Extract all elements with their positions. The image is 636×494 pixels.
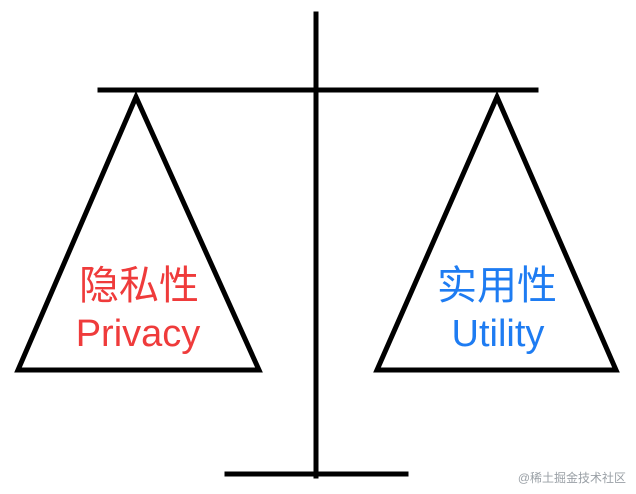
left-label-en: Privacy [76,313,201,355]
right-label-en: Utility [452,313,545,355]
right-pan-triangle [373,90,620,373]
watermark: @稀土掘金技术社区 [517,471,626,485]
left-label-zh: 隐私性 [79,263,199,309]
right-label-zh: 实用性 [437,263,557,309]
left-pan-triangle [14,90,263,373]
